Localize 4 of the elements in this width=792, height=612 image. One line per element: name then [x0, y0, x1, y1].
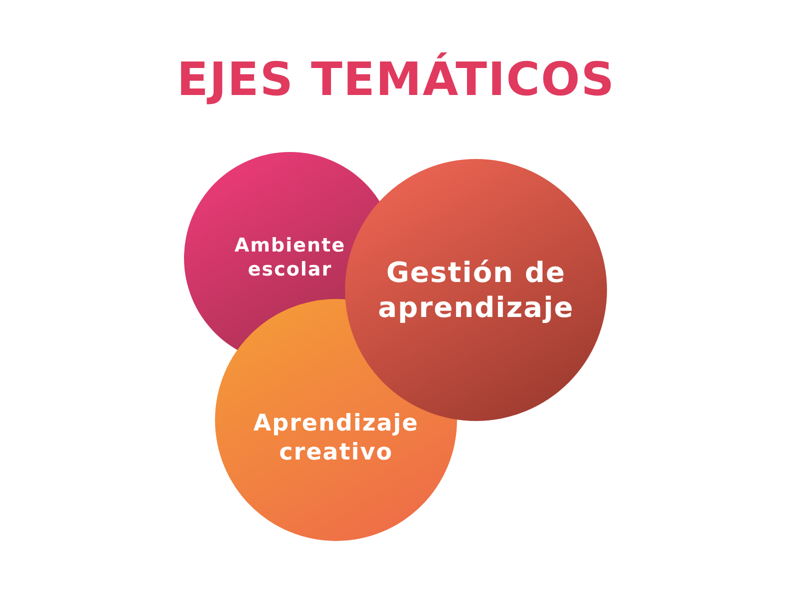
circle-label: Ambiente escolar	[234, 234, 346, 282]
circle-label: Gestión de aprendizaje	[376, 255, 576, 325]
title: EJES TEMÁTICOS	[176, 52, 616, 106]
circle-label: Aprendizaje creativo	[252, 409, 420, 467]
